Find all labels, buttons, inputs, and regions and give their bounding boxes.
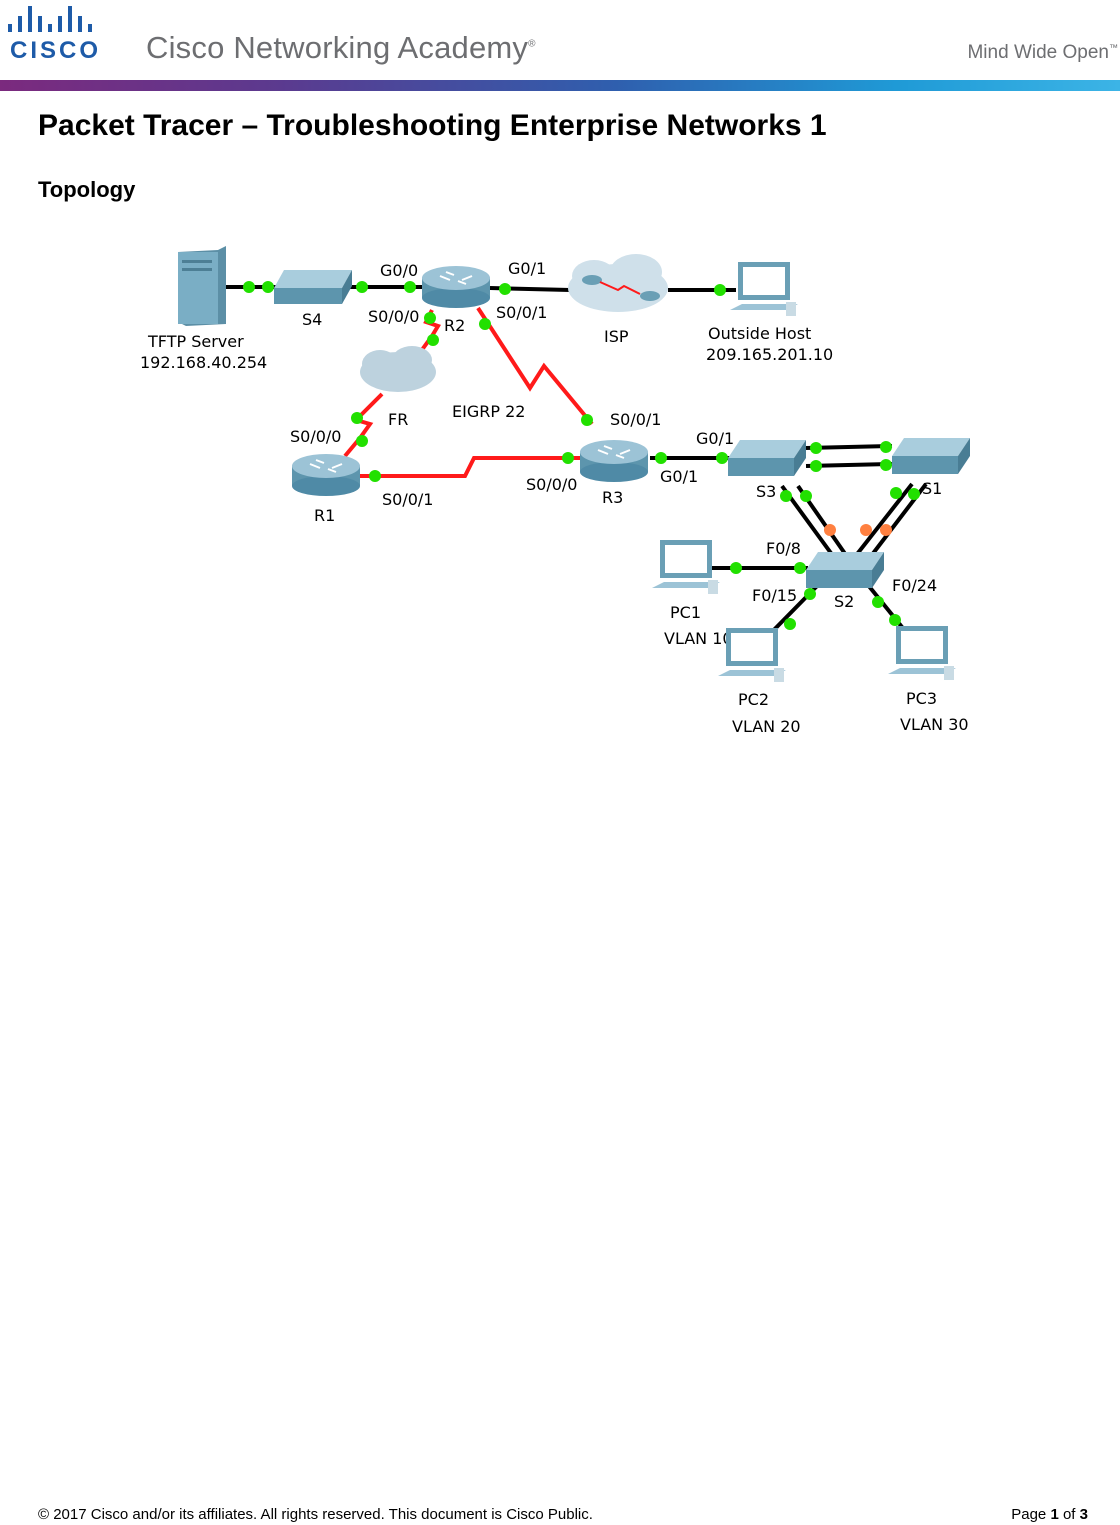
r1-label: R1 [314, 506, 335, 525]
outside-host-label: Outside Host [708, 324, 811, 343]
section-heading-topology: Topology [38, 177, 136, 202]
r2-s001-label: S0/0/1 [496, 303, 547, 322]
switch-s3-icon [728, 440, 806, 476]
academy-title: Cisco Networking Academy® [146, 30, 536, 65]
tagline: Mind Wide Open™ [967, 42, 1118, 63]
tftp-server-label: TFTP Server [147, 332, 244, 351]
pc3-label: PC3 [906, 689, 937, 708]
pc3-icon [888, 626, 956, 680]
s2-f024-label: F0/24 [892, 576, 937, 595]
r3-s000-label: S0/0/0 [526, 475, 577, 494]
s2-f08-label: F0/8 [766, 539, 801, 558]
footer-copyright: © 2017 Cisco and/or its affiliates. All … [38, 1506, 593, 1523]
footer-page-number: Page 1 of 3 [1011, 1506, 1088, 1523]
fr-cloud-icon [360, 346, 436, 392]
page-title: Packet Tracer – Troubleshooting Enterpri… [38, 109, 827, 142]
r2-label: R2 [444, 316, 465, 335]
switch-s1-icon [892, 438, 970, 474]
switch-s2-icon [806, 552, 884, 588]
header-gradient-bar [0, 80, 1120, 91]
s1-label: S1 [922, 479, 942, 498]
fr-label: FR [388, 410, 408, 429]
r3-g01-label: G0/1 [660, 467, 698, 486]
link-s1-s2-a [852, 482, 914, 560]
link-s2-pc3 [866, 583, 908, 634]
router-r2-icon [422, 266, 490, 308]
port-lights-blocking [824, 524, 892, 536]
s2-f015-label: F0/15 [752, 586, 797, 605]
outside-host-pc-icon [730, 262, 798, 316]
s2-label: S2 [834, 592, 854, 611]
link-fr-r1 [343, 392, 384, 458]
network-topology-diagram: TFTP Server 192.168.40.254 S4 S3 S1 S2 R… [140, 246, 970, 736]
link-r1-r3 [358, 456, 582, 478]
r1-s001-label: S0/0/1 [382, 490, 433, 509]
tftp-server-icon [178, 246, 226, 326]
pc2-label: PC2 [738, 690, 769, 709]
r3-s001-label: S0/0/1 [610, 410, 661, 429]
outside-ip-label: 209.165.201.10 [706, 345, 833, 364]
port-lights-up [243, 281, 920, 630]
pc2-icon [718, 628, 786, 682]
page-header: CISCO Cisco Networking Academy® Mind Wid… [0, 0, 1120, 92]
switch-s4-icon [274, 270, 352, 304]
s4-label: S4 [302, 310, 322, 329]
eigrp-label: EIGRP 22 [452, 402, 525, 421]
pc1-icon [652, 540, 720, 594]
isp-label: ISP [604, 327, 629, 346]
r2-g01-label: G0/1 [508, 259, 546, 278]
router-r1-icon [292, 454, 360, 496]
s3-label: S3 [756, 482, 776, 501]
pc1-vlan-label: VLAN 10 [664, 629, 733, 648]
router-r3-icon [580, 440, 648, 482]
r1-s000-label: S0/0/0 [290, 427, 341, 446]
r2-g00-label: G0/0 [380, 261, 418, 280]
s3-g01-label: G0/1 [696, 429, 734, 448]
pc2-vlan-label: VLAN 20 [732, 717, 801, 736]
r2-s000-label: S0/0/0 [368, 307, 419, 326]
pc3-vlan-label: VLAN 30 [900, 715, 969, 734]
link-r2-r3 [476, 306, 594, 426]
isp-cloud-icon [568, 254, 668, 312]
tftp-ip-label: 192.168.40.254 [140, 353, 267, 372]
cisco-logo-icon: CISCO [8, 6, 101, 64]
r3-label: R3 [602, 488, 623, 507]
pc1-label: PC1 [670, 603, 701, 622]
cisco-logo-text: CISCO [10, 37, 101, 64]
